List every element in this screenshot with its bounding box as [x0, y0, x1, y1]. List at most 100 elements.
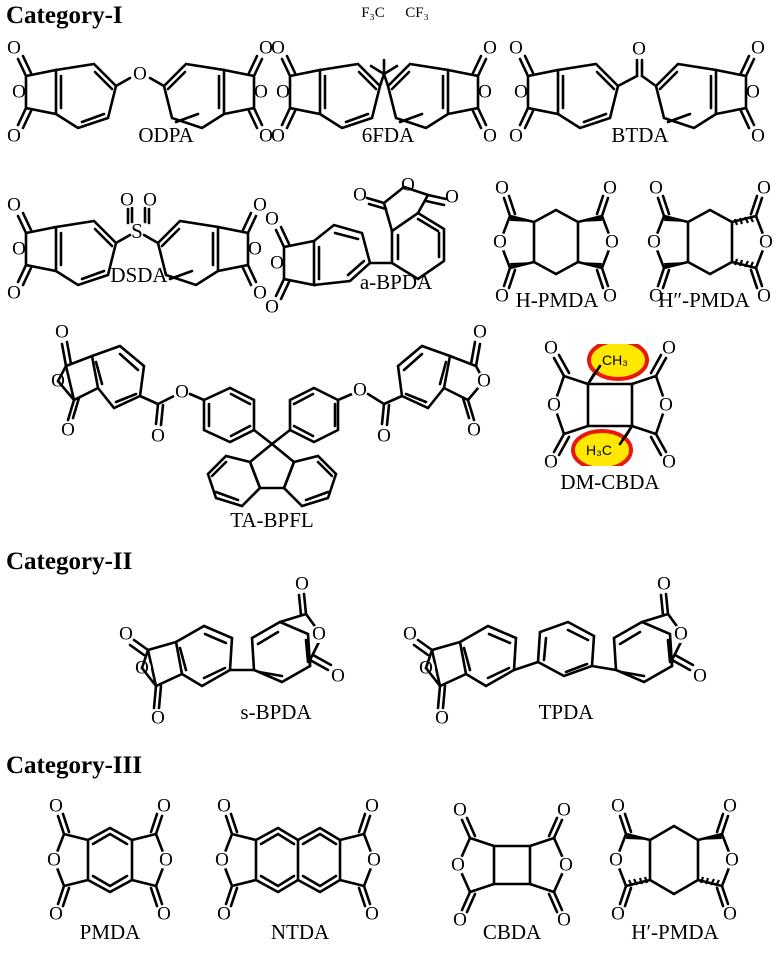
oxygen-atom: O	[120, 190, 134, 211]
tabpfl-left-anhydride: O O O	[49, 322, 146, 441]
oxygen-atom: O	[757, 286, 771, 307]
tpda-left-anhydride: O O O	[403, 624, 518, 729]
oxygen-atom: O	[603, 286, 617, 307]
oxygen-mask	[757, 233, 775, 251]
oxygen-atom: O	[544, 452, 558, 473]
oxygen-atom: O	[603, 178, 617, 199]
oxygen-atom: O	[547, 395, 561, 416]
oxygen-atom: O	[649, 178, 663, 199]
oxygen-atom: O	[401, 175, 415, 196]
structure-abpda: O O O O	[262, 175, 459, 325]
odpa-left-anhydride: O O O	[7, 38, 118, 147]
oxygen-mask	[672, 625, 690, 643]
hpmda-skeleton: O O O O O O	[491, 178, 621, 307]
oxygen-atom: O	[451, 855, 465, 876]
oxygen-atom: O	[509, 38, 523, 59]
oxygen-atom: O	[757, 178, 771, 199]
oxygen-atom: O	[483, 38, 497, 59]
hp-pmda-skeleton: O O O O O O	[607, 796, 741, 925]
oxygen-atom: O	[270, 253, 284, 274]
oxygen-atom: O	[259, 126, 273, 147]
oxygen-mask	[45, 851, 63, 869]
cbda-skeleton: O O O O O O	[449, 800, 575, 931]
sbpda-skeleton: O O O O	[119, 574, 345, 729]
structure-ntda: O O O O O O	[208, 796, 388, 925]
oxygen-mask	[365, 851, 383, 869]
abpda-skeleton: O O O O	[265, 175, 459, 318]
oxygen-atom: O	[493, 232, 507, 253]
oxygen-mask	[557, 856, 575, 874]
oxygen-atom: O	[632, 39, 646, 60]
oxygen-mask	[475, 372, 493, 390]
structure-dsda: O O O S O O	[4, 190, 267, 313]
ntda-skeleton: O O O O O O	[213, 796, 383, 925]
oxygen-atom: O	[7, 126, 21, 147]
category-heading-3: Category-III	[6, 752, 143, 779]
6fda-left-anhydride: O O O	[271, 38, 382, 147]
structure-odpa: O O O O	[4, 38, 273, 157]
oxygen-atom: O	[47, 850, 61, 871]
oxygen-atom: O	[751, 126, 765, 147]
oxygen-mask	[545, 396, 563, 414]
molecule-label-abpda: a-BPDA	[359, 270, 433, 294]
structure-6fda: O O O O	[268, 38, 500, 157]
oxygen-atom: O	[495, 286, 509, 307]
oxygen-atom: O	[751, 38, 765, 59]
oxygen-atom: O	[61, 420, 75, 441]
oxygen-mask	[213, 851, 231, 869]
dsda-left-anhydride: O O O	[7, 195, 118, 304]
sbpda-right-anhydride: O O O	[250, 574, 345, 687]
oxygen-atom: O	[473, 322, 487, 343]
oxygen-atom: O	[12, 82, 26, 103]
oxygen-atom: O	[495, 178, 509, 199]
oxygen-atom: O	[746, 82, 760, 103]
oxygen-atom: O	[215, 850, 229, 871]
oxygen-atom: O	[265, 297, 279, 318]
oxygen-atom: O	[365, 904, 379, 925]
tpda-skeleton: O O O	[403, 574, 707, 729]
oxygen-atom: O	[151, 708, 165, 729]
oxygen-atom: O	[483, 126, 497, 147]
structure-pmda: O O O O O O	[40, 796, 180, 925]
oxygen-atom: O	[544, 338, 558, 359]
tabpfl-right-anhydride: O O O	[396, 322, 493, 441]
oxygen-mask	[157, 851, 175, 869]
structure-dmcbda: O O O O O O	[530, 338, 690, 473]
molecule-label-btda: BTDA	[611, 123, 669, 147]
oxygen-atom: O	[453, 800, 467, 821]
6fda-skeleton: O O O O	[271, 38, 497, 147]
oxygen-atom: O	[367, 850, 381, 871]
structure-sbpda: O O O O	[119, 574, 350, 730]
oxygen-atom: O	[662, 338, 676, 359]
category-heading-2: Category-II	[6, 548, 133, 575]
molecule-label-6fda: 6FDA	[361, 123, 415, 147]
oxygen-atom: O	[509, 126, 523, 147]
oxygen-atom: O	[557, 910, 571, 931]
oxygen-atom: O	[259, 38, 273, 59]
oxygen-atom: O	[55, 322, 69, 343]
pmda-skeleton: O O O O O O	[45, 796, 175, 925]
oxygen-atom: O	[217, 904, 231, 925]
oxygen-atom: O	[609, 850, 623, 871]
oxygen-atom: O	[559, 855, 573, 876]
molecule-label-hpmda: H-PMDA	[515, 288, 599, 312]
oxygen-atom: O	[693, 666, 707, 687]
oxygen-atom: O	[478, 82, 492, 103]
structure-tpda: O O O	[403, 574, 724, 730]
molecule-label-sbpda: s-BPDA	[240, 700, 312, 724]
molecule-label-hpp-pmda: H″-PMDA	[658, 288, 750, 312]
oxygen-atom: O	[12, 239, 26, 260]
oxygen-atom: O	[605, 232, 619, 253]
oxygen-mask	[657, 396, 675, 414]
molecule-label-tpda: TPDA	[538, 700, 594, 724]
oxygen-atom: O	[151, 426, 165, 447]
oxygen-atom: O	[265, 209, 279, 230]
oxygen-atom: O	[143, 190, 157, 211]
oxygen-mask	[645, 233, 663, 251]
oxygen-atom: O	[7, 195, 21, 216]
structure-hpp-pmda: O O O O O O	[640, 178, 777, 307]
structure-cbda: O O O O O O	[442, 800, 582, 931]
sulfur-atom: S	[131, 219, 143, 243]
oxygen-atom: O	[295, 574, 309, 595]
